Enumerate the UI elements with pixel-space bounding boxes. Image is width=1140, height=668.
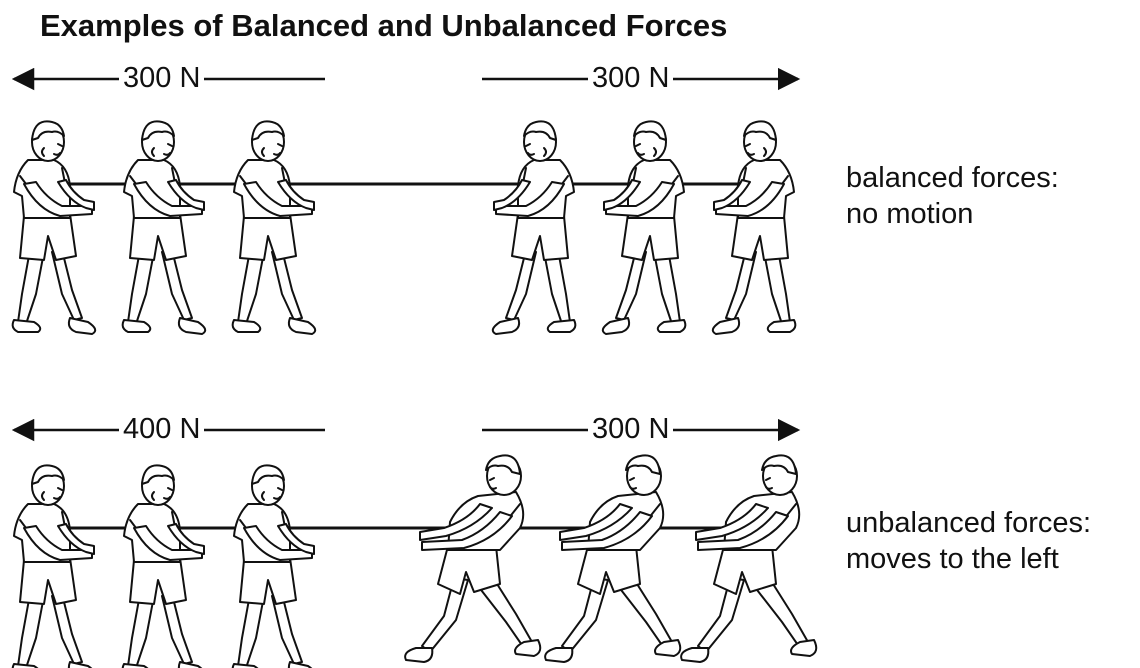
row-2-right-child-3 [680,454,818,663]
row-2-caption: unbalanced forces: moves to the left [846,505,1091,577]
row-1-left-child-2 [121,120,207,335]
row-2-caption-line-2: moves to the left [846,543,1059,575]
diagram-title: Examples of Balanced and Unbalanced Forc… [40,8,728,43]
row-1-left-force-label: 300 N [119,62,205,94]
row-1-caption-line-2: no motion [846,198,974,230]
row-2-right-force-label: 300 N [588,413,674,445]
row-2-unbalanced [11,418,818,668]
row-1-balanced [11,67,801,335]
row-2-left-child-1 [11,464,97,668]
row-1-right-child-3 [711,120,797,335]
row-1-left-child-1 [11,120,97,335]
row-1-caption: balanced forces: no motion [846,160,1059,232]
row-1-left-child-3 [231,120,317,335]
row-1-caption-line-1: balanced forces: [846,162,1059,194]
row-1-right-child-2 [601,120,687,335]
row-2-left-child-2 [121,464,207,668]
row-2-caption-line-1: unbalanced forces: [846,507,1092,539]
row-2-right-child-2 [544,454,682,663]
row-2-left-child-3 [231,464,317,668]
row-1-right-child-1 [491,120,577,335]
row-1-right-force-label: 300 N [588,62,674,94]
row-2-right-child-1 [404,454,542,663]
row-2-left-force-label: 400 N [119,413,205,445]
